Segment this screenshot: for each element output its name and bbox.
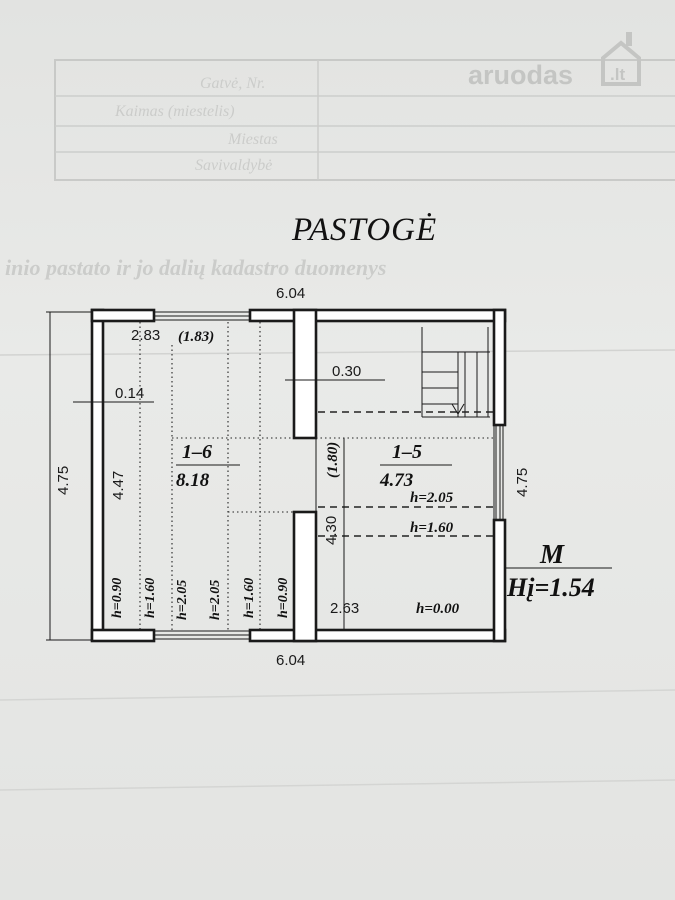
partition-lower <box>292 510 318 643</box>
dim-430: 4.30 <box>323 516 340 545</box>
staircase <box>421 327 490 418</box>
dim-030: 0.30 <box>332 363 361 380</box>
ghost-heading: inio pastato ir jo dalių kadastro duomen… <box>5 255 386 280</box>
window-right <box>495 425 504 520</box>
partition-upper <box>292 308 318 440</box>
height-000: h=0.00 <box>416 601 460 617</box>
logo-suffix: .lt <box>610 65 625 84</box>
room-area: 4.73 <box>379 470 413 491</box>
dim-top: 6.04 <box>276 285 305 302</box>
wall-left <box>90 308 105 642</box>
dim-283: 2.83 <box>131 327 160 344</box>
hi-value: Hį=1.54 <box>506 573 595 602</box>
window-bottom <box>154 630 250 640</box>
ghost-row-1: Gatvė, Nr. <box>200 75 265 92</box>
logo-text: aruodas <box>468 60 573 90</box>
height-v3: h=2.05 <box>175 580 190 620</box>
dim-bottom: 6.04 <box>276 652 305 669</box>
house-logo-icon <box>601 32 641 86</box>
room-1-5: 1–5 4.73 <box>379 441 452 491</box>
dim-left-inner: 4.47 <box>110 471 127 500</box>
plan-title: PASTOGĖ <box>291 212 437 248</box>
room-id: 1–6 <box>182 441 212 463</box>
height-205-right: h=2.05 <box>410 490 454 506</box>
height-v5: h=1.60 <box>242 578 257 618</box>
height-v1: h=0.90 <box>110 578 125 618</box>
height-v4: h=2.05 <box>208 580 223 620</box>
dim-263: 2.63 <box>330 600 359 617</box>
stair-arrow-icon <box>451 372 465 415</box>
aruodas-logo: aruodas .lt <box>468 32 641 90</box>
ghost-row-2: Kaimas (miestelis) <box>114 103 235 120</box>
wall-bottom-right <box>248 628 507 643</box>
ghost-row-4: Savivaldybė <box>195 157 272 174</box>
dim-left-outer: 4.75 <box>55 466 72 495</box>
right-room-inner <box>315 320 495 631</box>
room-area: 8.18 <box>176 470 210 491</box>
height-160-right: h=1.60 <box>410 520 454 536</box>
height-v2: h=1.60 <box>143 578 158 618</box>
room-id: 1–5 <box>392 441 422 463</box>
dim-right: 4.75 <box>514 468 531 497</box>
ghost-row-3: Miestas <box>227 131 278 148</box>
wall-right-upper <box>492 308 507 427</box>
height-zones-left <box>139 322 494 630</box>
window-top <box>154 311 250 321</box>
wall-right-lower <box>492 518 507 643</box>
dim-180: (1.80) <box>325 442 341 478</box>
scale-mark: M <box>539 539 565 569</box>
wall-bottom-left <box>90 628 156 643</box>
height-v6: h=0.90 <box>276 578 291 618</box>
wall-top-left <box>90 308 156 323</box>
room-1-6: 1–6 8.18 <box>176 441 240 491</box>
dim-183: (1.83) <box>178 329 214 345</box>
wall-top-right <box>248 308 507 323</box>
height-zones-right <box>318 411 494 537</box>
dim-014: 0.14 <box>115 385 144 402</box>
ghost-form-table: Gatvė, Nr. Kaimas (miestelis) Miestas Sa… <box>0 59 675 791</box>
